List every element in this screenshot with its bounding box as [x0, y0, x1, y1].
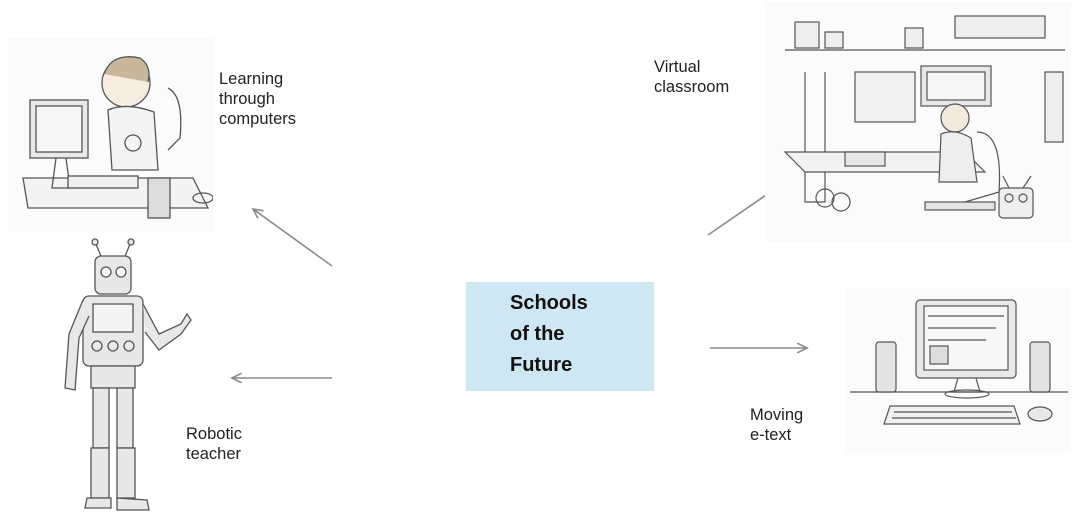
center-topic-box: Schools of the Future [466, 282, 654, 391]
arrow-to-computers [253, 209, 333, 267]
label-moving-e-text: Moving e-text [750, 406, 804, 444]
desktop-computer-illustration [846, 288, 1071, 453]
center-topic-title: Schools of the Future [510, 292, 588, 376]
virtual-classroom-illustration [765, 2, 1071, 242]
label-virtual-classroom: Virtual classroom [654, 58, 730, 96]
label-learning-through-computers: Learning through computers [219, 70, 297, 128]
robot-illustration [64, 238, 192, 511]
label-robotic-teacher: Robotic teacher [186, 425, 242, 463]
boy-computer-illustration [8, 38, 213, 233]
